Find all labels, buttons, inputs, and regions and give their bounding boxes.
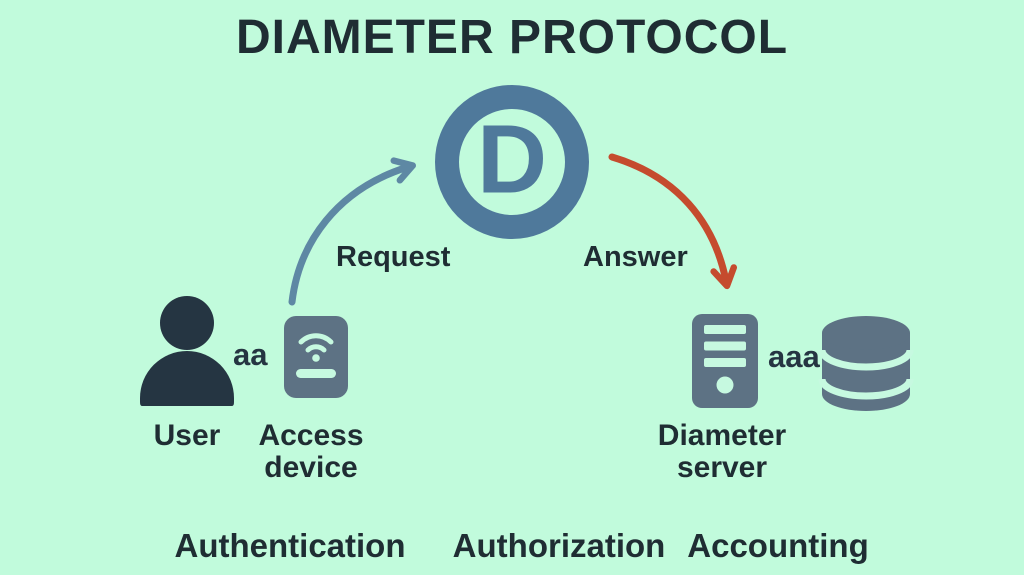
footer-accounting: Accounting	[687, 527, 869, 564]
access-device-icon	[284, 316, 348, 398]
request-label: Request	[336, 241, 451, 273]
diameter-server-label: Diameter server	[657, 419, 787, 484]
access-device-label: Access device	[258, 419, 364, 484]
user-icon	[140, 296, 234, 406]
page-title: DIAMETER PROTOCOL	[235, 11, 789, 64]
answer-arrow	[608, 153, 738, 290]
aaa-tag: aaa	[768, 339, 820, 374]
user-label: User	[153, 419, 221, 452]
diameter-logo	[435, 85, 589, 239]
diameter-logo-letter: D	[476, 104, 548, 214]
footer-authentication: Authentication	[174, 527, 406, 564]
wifi-icon	[298, 333, 334, 362]
footer-authorization: Authorization	[452, 527, 666, 564]
aa-tag: aa	[233, 337, 268, 372]
request-arrow	[288, 157, 417, 306]
answer-label: Answer	[583, 241, 688, 273]
server-icon	[692, 314, 758, 408]
database-icon	[818, 316, 914, 411]
